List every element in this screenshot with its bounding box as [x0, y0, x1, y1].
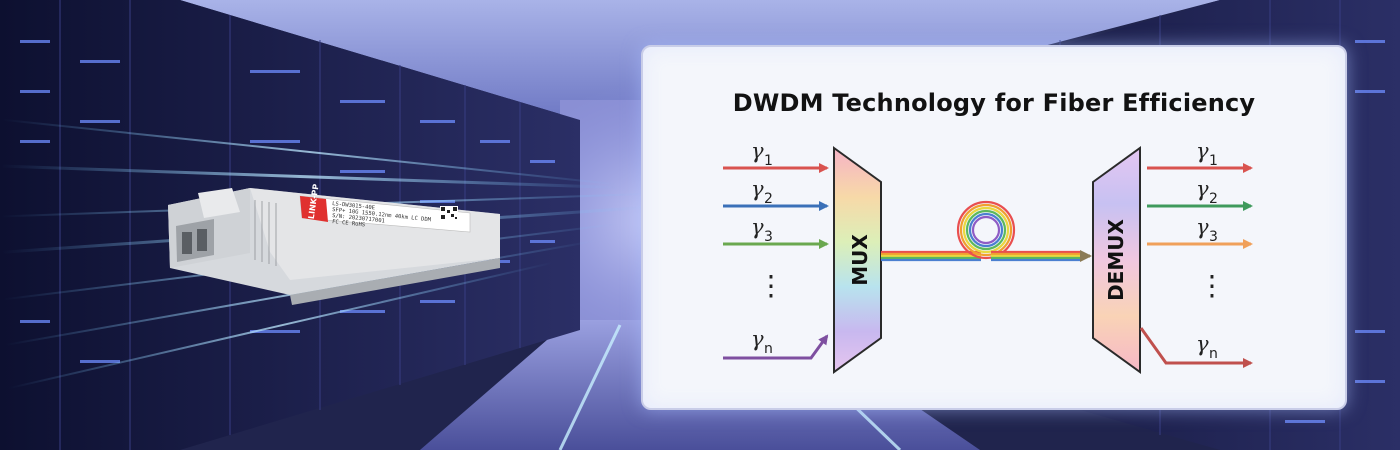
- input-label-n: γ n: [751, 327, 773, 357]
- label-line-1: LS-DW3015-40E: [332, 201, 375, 211]
- input-label-2: γ 2: [751, 177, 773, 207]
- output-label-1: γ 1: [1196, 139, 1218, 169]
- label-line-3: S/N: 20230717001: [332, 213, 385, 225]
- svg-text:γ: γ: [751, 215, 764, 239]
- input-ellipsis: ⋮: [757, 269, 785, 302]
- output-ellipsis: ⋮: [1198, 269, 1226, 302]
- panel-title: DWDM Technology for Fiber Efficiency: [732, 89, 1256, 117]
- input-arrow-n: [723, 334, 829, 360]
- svg-text:2: 2: [1209, 191, 1218, 207]
- input-label-3: γ 3: [751, 215, 773, 245]
- demux-block: [1092, 146, 1141, 374]
- sfp-transceiver-module: LINK-PP LS-DW3015-40E SFP+ 10G 1550.12nm…: [168, 183, 500, 305]
- svg-text:γ: γ: [751, 177, 764, 201]
- svg-text:3: 3: [764, 229, 773, 245]
- svg-text:γ: γ: [1196, 215, 1209, 239]
- svg-text:1: 1: [1209, 153, 1218, 169]
- label-line-4: FC CE RoHS: [332, 219, 366, 228]
- dwdm-diagram-panel: DWDM Technology for Fiber Efficiency: [641, 45, 1347, 410]
- demux-label: DEMUX: [1104, 219, 1128, 301]
- svg-text:1: 1: [764, 153, 773, 169]
- svg-text:γ: γ: [1196, 332, 1209, 356]
- svg-text:n: n: [764, 341, 773, 357]
- svg-text:3: 3: [1209, 229, 1218, 245]
- svg-text:γ: γ: [751, 327, 764, 351]
- svg-text:γ: γ: [1196, 177, 1209, 201]
- output-label-n: γ n: [1196, 332, 1218, 362]
- output-label-2: γ 2: [1196, 177, 1218, 207]
- dwdm-diagram: γ 1 γ 2 γ 3 γ n ⋮ MUX: [723, 139, 1253, 374]
- qr-code-icon: [440, 206, 458, 220]
- svg-text:γ: γ: [751, 139, 764, 163]
- output-label-3: γ 3: [1196, 215, 1218, 245]
- input-label-1: γ 1: [751, 139, 773, 169]
- svg-text:γ: γ: [1196, 139, 1209, 163]
- fiber-link: [880, 200, 1092, 262]
- svg-text:n: n: [1209, 346, 1218, 362]
- mux-block: [833, 146, 882, 374]
- mux-label: MUX: [848, 234, 872, 286]
- output-arrow-n: [1139, 327, 1253, 368]
- svg-text:2: 2: [764, 191, 773, 207]
